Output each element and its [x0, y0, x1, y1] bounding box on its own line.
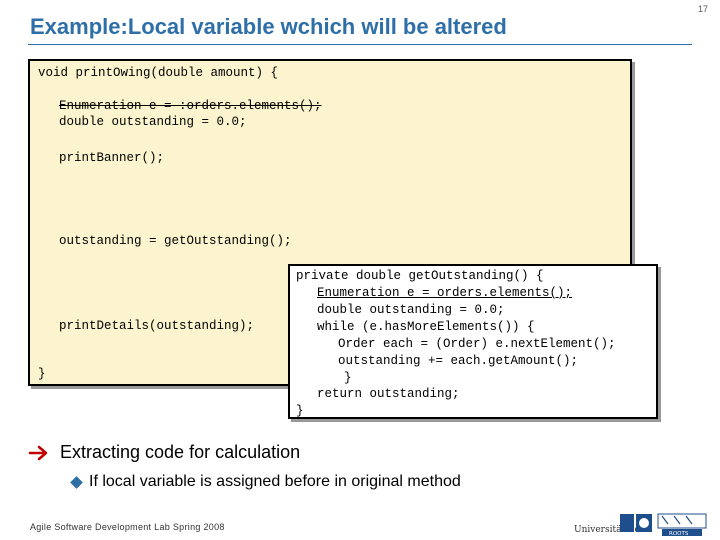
popup-line-while-close: } — [344, 371, 352, 385]
popup-line-closing-brace: } — [296, 404, 304, 418]
slide-number: 17 — [697, 4, 708, 14]
code-line-signature: void printOwing(double amount) { — [38, 66, 279, 80]
page-title: Example:Local variable wchich will be al… — [30, 14, 507, 39]
popup-line-return: return outstanding; — [317, 387, 460, 401]
popup-line-order-each: Order each = (Order) e.nextElement(); — [338, 337, 616, 351]
university-logo: Universität Bonn ROOTS — [574, 513, 707, 537]
arrow-right-icon — [28, 445, 48, 460]
diamond-icon — [70, 475, 83, 489]
code-line-closing-brace: } — [38, 367, 46, 381]
code-line-print-banner: printBanner(); — [59, 151, 165, 165]
sub-bullet-text: If local variable is assigned before in … — [89, 473, 461, 490]
svg-text:Universität Bonn: Universität Bonn — [574, 525, 652, 535]
code-line-get-outstanding-call: outstanding = getOutstanding(); — [59, 234, 292, 248]
bullet-text: Extracting code for calculation — [60, 442, 301, 462]
title-divider — [28, 44, 692, 45]
sub-bullet-local-variable: If local variable is assigned before in … — [70, 473, 461, 491]
bullet-extracting-code: Extracting code for calculation — [28, 442, 300, 463]
popup-line-while: while (e.hasMoreElements()) { — [317, 320, 535, 334]
popup-line-enumeration: Enumeration e = orders.elements(); — [317, 286, 573, 300]
popup-line-accumulate: outstanding += each.getAmount(); — [338, 354, 579, 368]
popup-line-signature: private double getOutstanding() { — [296, 269, 544, 283]
code-line-print-details: printDetails(outstanding); — [59, 319, 255, 333]
code-line-outstanding-decl: double outstanding = 0.0; — [59, 115, 247, 129]
popup-line-outstanding-decl: double outstanding = 0.0; — [317, 303, 505, 317]
extracted-method-box: private double getOutstanding() { Enumer… — [288, 264, 658, 419]
code-line-enumeration-struck: Enumeration e = :orders.elements(); — [59, 99, 322, 113]
footer-text: Agile Software Development Lab Spring 20… — [30, 522, 225, 532]
svg-text:ROOTS: ROOTS — [669, 531, 689, 537]
